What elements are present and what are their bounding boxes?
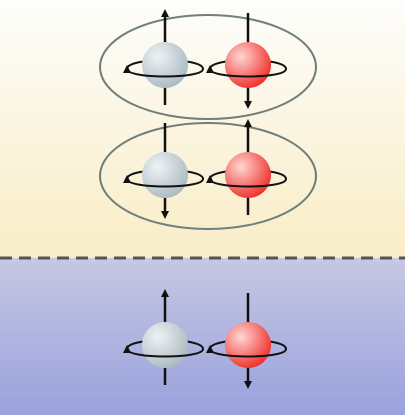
top-pair-red-particle-sphere: [225, 42, 271, 88]
upper-region-background: [0, 0, 405, 258]
bottom-pair-red-particle: [206, 293, 287, 389]
top-pair-gray-particle-rotation-arrow: [123, 65, 204, 78]
top-pair-red-particle: [206, 13, 287, 109]
bottom-pair: [123, 289, 287, 389]
top-pair-gray-particle-sphere: [142, 42, 188, 88]
top-pair: [99, 9, 317, 120]
middle-pair: [99, 119, 317, 230]
bottom-pair-red-particle-sphere: [225, 322, 271, 368]
bottom-pair-gray-particle-sphere: [142, 322, 188, 368]
top-pair-red-particle-rotation-arrow: [206, 65, 287, 78]
top-pair-gray-particle: [123, 9, 204, 105]
middle-pair-gray-particle: [123, 123, 204, 219]
middle-pair-gray-particle-rotation-arrow: [123, 175, 204, 188]
middle-pair-red-particle-rotation-arrow: [206, 175, 287, 188]
lower-region-background: [0, 258, 405, 415]
middle-pair-enclosure-ellipse: [99, 122, 317, 230]
top-pair-enclosure-ellipse: [99, 14, 317, 120]
middle-pair-gray-particle-sphere: [142, 152, 188, 198]
bottom-pair-red-particle-rotation-arrow: [206, 345, 287, 358]
bottom-pair-gray-particle: [123, 289, 204, 385]
bottom-pair-gray-particle-rotation-arrow: [123, 345, 204, 358]
middle-pair-red-particle-sphere: [225, 152, 271, 198]
middle-pair-red-particle: [206, 119, 287, 215]
